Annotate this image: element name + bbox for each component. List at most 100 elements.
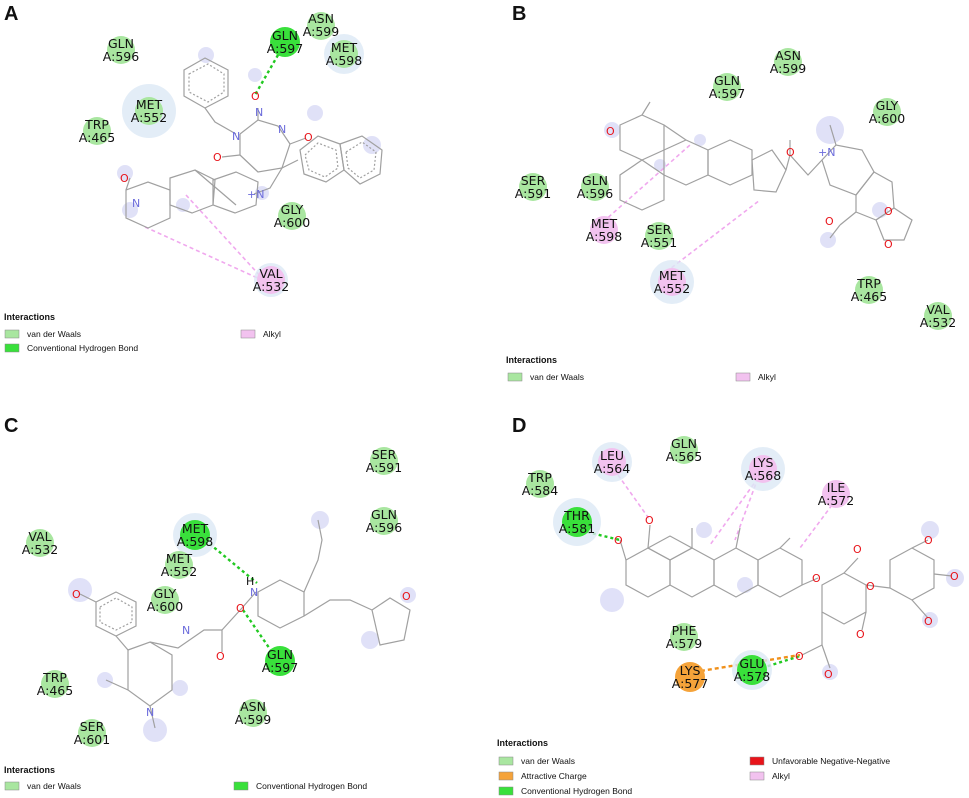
panel-c-ligand-skeleton — [79, 519, 411, 729]
svg-text:Interactions: Interactions — [497, 738, 548, 748]
oxygen-atom: O — [72, 588, 81, 601]
svg-text:A:600: A:600 — [274, 215, 310, 230]
residue-ser-591-c: SER A:591 — [366, 447, 402, 475]
svg-text:A:465: A:465 — [851, 289, 887, 304]
panel-c: O N N O O N H O SER A:591 GLN A:596 VAL … — [4, 447, 416, 791]
svg-text:A:552: A:552 — [161, 564, 197, 579]
svg-text:A:597: A:597 — [267, 41, 303, 56]
legend-swatch-charge — [498, 771, 514, 781]
panel-d-alkyl-line-4 — [799, 504, 833, 549]
svg-text:ASN: ASN — [240, 699, 266, 714]
svg-text:A:568: A:568 — [745, 468, 781, 483]
residue-trp-465-c: TRP A:465 — [37, 670, 73, 698]
svg-text:GLY: GLY — [154, 586, 177, 601]
svg-text:GLN: GLN — [582, 173, 608, 188]
residue-asn-599-b: ASN A:599 — [770, 48, 806, 76]
svg-text:A:578: A:578 — [734, 669, 770, 684]
nitrogen-atom: N — [255, 106, 263, 119]
svg-text:Alkyl: Alkyl — [263, 329, 281, 339]
svg-text:A:565: A:565 — [666, 449, 702, 464]
residue-ser-601-c: SER A:601 — [74, 719, 110, 747]
oxygen-atom: O — [866, 580, 875, 593]
legend-swatch-vdw — [4, 781, 20, 791]
svg-text:A:596: A:596 — [577, 186, 613, 201]
svg-text:VAL: VAL — [926, 302, 949, 317]
oxygen-atom: O — [884, 238, 893, 251]
svg-text:A:598: A:598 — [177, 534, 213, 549]
svg-text:A:552: A:552 — [131, 110, 167, 125]
svg-text:MET: MET — [331, 40, 358, 55]
svg-text:Unfavorable Negative-Negative: Unfavorable Negative-Negative — [772, 756, 890, 766]
svg-text:SER: SER — [647, 222, 672, 237]
svg-text:Conventional Hydrogen Bond: Conventional Hydrogen Bond — [521, 786, 632, 796]
oxygen-atom: O — [786, 146, 795, 159]
oxygen-atom: O — [795, 650, 804, 663]
panel-b-alkyl-line-1 — [602, 144, 691, 223]
cation-atom: +N — [818, 146, 835, 159]
svg-text:A:465: A:465 — [79, 130, 115, 145]
panel-a-alkyl-line-2 — [185, 194, 263, 279]
svg-text:ILE: ILE — [827, 480, 846, 495]
oxygen-atom: O — [606, 125, 615, 138]
oxygen-atom: O — [304, 131, 313, 144]
svg-text:A:581: A:581 — [559, 521, 595, 536]
svg-text:A:599: A:599 — [235, 712, 271, 727]
svg-text:GLU: GLU — [739, 656, 764, 671]
svg-text:LEU: LEU — [600, 448, 624, 463]
oxygen-atom: O — [236, 602, 245, 615]
residue-trp-465-b: TRP A:465 — [851, 276, 887, 304]
residue-gln-597-a: GLN A:597 — [267, 27, 303, 57]
svg-text:Interactions: Interactions — [4, 312, 55, 322]
svg-text:MET: MET — [166, 551, 193, 566]
panel-d: O O O O O O O O O O O TRP A:584 LEU A:56… — [497, 436, 964, 796]
panel-c-legend: Interactions van der Waals Conventional … — [4, 765, 367, 791]
svg-text:MET: MET — [136, 97, 163, 112]
svg-text:van der Waals: van der Waals — [530, 372, 584, 382]
panel-a: O N N N O O +N O N GLN A:596 ASN A:599 G… — [4, 11, 383, 353]
oxygen-atom: O — [402, 590, 411, 603]
svg-text:GLN: GLN — [108, 36, 134, 51]
panel-c-atom-halos — [68, 511, 416, 742]
svg-text:TRP: TRP — [527, 470, 552, 485]
svg-text:Conventional Hydrogen Bond: Conventional Hydrogen Bond — [256, 781, 367, 791]
svg-text:A:577: A:577 — [672, 676, 708, 691]
oxygen-atom: O — [213, 151, 222, 164]
nitrogen-atom: N — [132, 197, 140, 210]
residue-met-552-c: MET A:552 — [161, 551, 197, 579]
svg-text:GLN: GLN — [671, 436, 697, 451]
svg-text:A:564: A:564 — [594, 461, 630, 476]
svg-text:A:584: A:584 — [522, 483, 558, 498]
legend-swatch-alkyl — [749, 771, 765, 781]
residue-trp-584-d: TRP A:584 — [522, 470, 558, 498]
residue-ile-572-d: ILE A:572 — [818, 480, 854, 508]
residue-met-598-a: MET A:598 — [324, 34, 364, 74]
oxygen-atom: O — [824, 668, 833, 681]
panel-b-letter: B — [512, 3, 526, 25]
nitrogen-atom: N — [278, 123, 286, 136]
svg-text:THR: THR — [563, 508, 590, 523]
svg-text:A:596: A:596 — [366, 520, 402, 535]
residue-trp-465-a: TRP A:465 — [79, 117, 115, 145]
oxygen-atom: O — [614, 534, 623, 547]
panel-a-hbond-line — [253, 54, 280, 96]
svg-text:A:596: A:596 — [103, 49, 139, 64]
residue-gly-600-a: GLY A:600 — [274, 202, 310, 230]
residue-glu-578-d: GLU A:578 — [732, 650, 772, 690]
residue-lys-568-d: LYS A:568 — [741, 447, 785, 491]
svg-text:Interactions: Interactions — [506, 355, 557, 365]
svg-text:A:600: A:600 — [869, 111, 905, 126]
legend-swatch-hbond — [4, 343, 20, 353]
svg-text:Alkyl: Alkyl — [772, 771, 790, 781]
panel-b-ligand-skeleton — [619, 101, 913, 241]
residue-ser-591-b: SER A:591 — [515, 173, 551, 201]
svg-text:A:579: A:579 — [666, 636, 702, 651]
panel-d-atoms: O O O O O O O O O O O — [614, 514, 959, 681]
legend-swatch-unfavorable — [749, 756, 765, 766]
svg-text:van der Waals: van der Waals — [521, 756, 575, 766]
svg-text:A:572: A:572 — [818, 493, 854, 508]
svg-text:A:599: A:599 — [770, 61, 806, 76]
svg-text:A:532: A:532 — [22, 542, 58, 557]
svg-text:SER: SER — [372, 447, 397, 462]
residue-met-552-b: MET A:552 — [650, 260, 694, 304]
panel-c-letter: C — [4, 415, 18, 437]
